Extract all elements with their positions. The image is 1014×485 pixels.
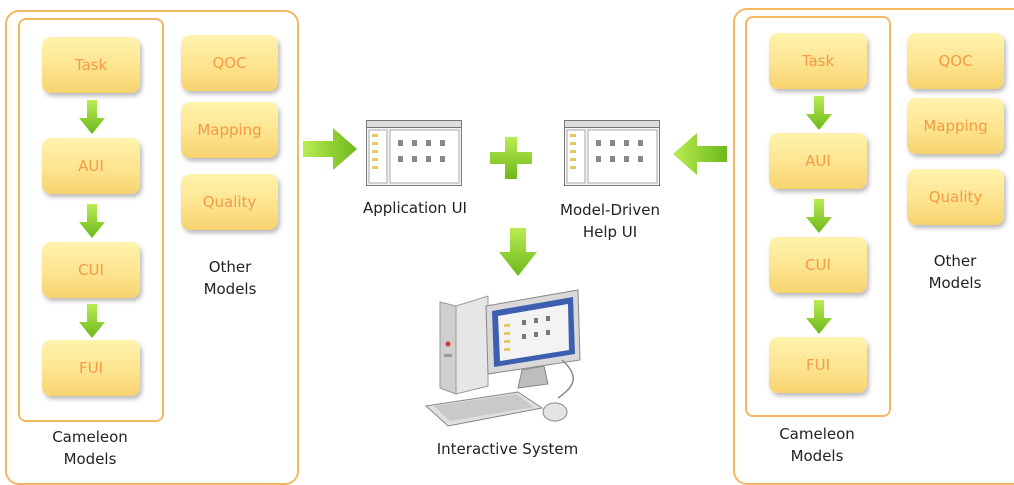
left-fui-box: FUI — [42, 340, 140, 396]
right-quality-box: Quality — [907, 169, 1004, 225]
down-arrow-icon — [79, 204, 105, 238]
right-other-models-line2: Models — [928, 274, 982, 292]
right-other-models-label: Other Models — [910, 250, 1000, 294]
plus-icon — [490, 137, 532, 179]
right-aui-box: AUI — [769, 133, 867, 189]
left-other-models-line2: Models — [203, 280, 257, 298]
left-cui-box: CUI — [42, 242, 140, 298]
left-task-box: Task — [42, 37, 140, 93]
left-quality-box: Quality — [181, 174, 278, 230]
right-cui-box: CUI — [769, 237, 867, 293]
left-aui-box: AUI — [42, 138, 140, 194]
down-arrow-icon — [806, 199, 832, 233]
window-icon — [366, 120, 462, 186]
right-task-box: Task — [769, 33, 867, 89]
left-other-models-line1: Other — [208, 258, 252, 276]
down-arrow-icon — [806, 300, 832, 334]
help-ui-label: Model-Driven Help UI — [545, 199, 675, 243]
left-cameleon-label: Cameleon Models — [40, 426, 140, 470]
left-other-models-label: Other Models — [185, 256, 275, 300]
help-ui-line2: Help UI — [582, 223, 638, 241]
left-cameleon-line2: Models — [63, 450, 117, 468]
right-cameleon-label: Cameleon Models — [767, 423, 867, 467]
right-cameleon-line1: Cameleon — [779, 425, 855, 443]
computer-icon — [424, 289, 581, 427]
application-ui-label: Application UI — [363, 199, 467, 217]
right-fui-box: FUI — [769, 337, 867, 393]
right-arrow-icon — [303, 128, 357, 170]
window-icon — [564, 120, 660, 186]
help-ui-line1: Model-Driven — [560, 201, 660, 219]
right-other-models-line1: Other — [933, 252, 977, 270]
right-mapping-box: Mapping — [907, 98, 1004, 154]
left-cameleon-frame — [18, 18, 164, 422]
right-cameleon-line2: Models — [790, 447, 844, 465]
left-arrow-icon — [673, 133, 727, 175]
left-qoc-box: QOC — [181, 35, 278, 91]
down-arrow-icon — [499, 228, 537, 276]
right-cameleon-frame — [745, 16, 891, 417]
interactive-system-label: Interactive System — [436, 440, 579, 458]
down-arrow-icon — [79, 100, 105, 134]
right-qoc-box: QOC — [907, 33, 1004, 89]
down-arrow-icon — [79, 304, 105, 338]
left-cameleon-line1: Cameleon — [52, 428, 128, 446]
down-arrow-icon — [806, 96, 832, 130]
left-mapping-box: Mapping — [181, 102, 278, 158]
